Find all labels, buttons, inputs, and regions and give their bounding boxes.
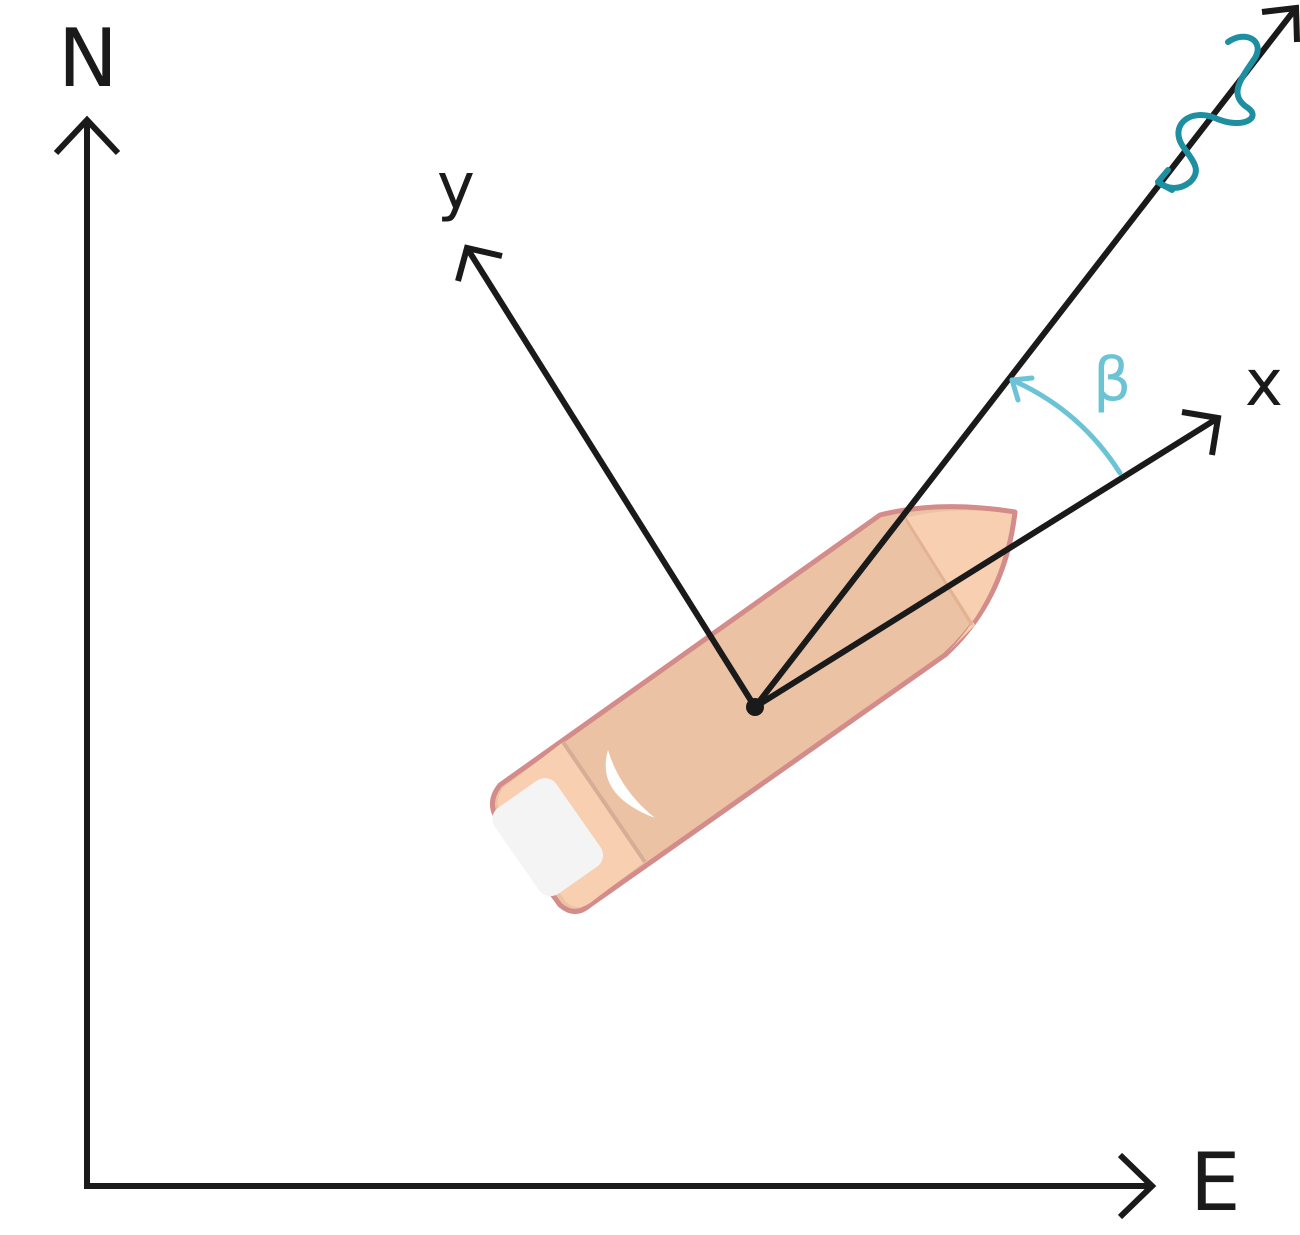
body-frame: y x [437, 4, 1300, 716]
y-arrowhead [455, 244, 503, 282]
deck-panel [492, 778, 604, 897]
beta-arc [1009, 377, 1123, 476]
north-label: N [58, 12, 118, 105]
beta-label: β [1093, 345, 1131, 415]
north-east-axes [84, 120, 1150, 1189]
stern-seam [561, 740, 647, 864]
y-axis [464, 246, 758, 709]
wave-direction-arrowhead [1261, 4, 1300, 43]
east-arrowhead [1117, 1152, 1157, 1220]
wave-arrowhead [1155, 167, 1175, 193]
beta-arrowhead [1009, 375, 1035, 403]
bow-seam [903, 517, 974, 626]
x-arrowhead [1181, 409, 1222, 456]
east-label: E [1190, 1136, 1241, 1229]
world-frame: N E [53, 12, 1241, 1229]
origin-point [746, 698, 764, 716]
wave-disturbance-icon [1155, 33, 1261, 193]
beta-angle: β [1009, 345, 1131, 476]
x-axis-label: x [1245, 347, 1283, 421]
wave-direction-line [752, 6, 1299, 709]
windshield [605, 750, 655, 818]
x-axis [753, 415, 1220, 710]
north-arrowhead [53, 115, 121, 156]
wave-curl [1155, 33, 1261, 191]
y-axis-label: y [437, 150, 475, 224]
